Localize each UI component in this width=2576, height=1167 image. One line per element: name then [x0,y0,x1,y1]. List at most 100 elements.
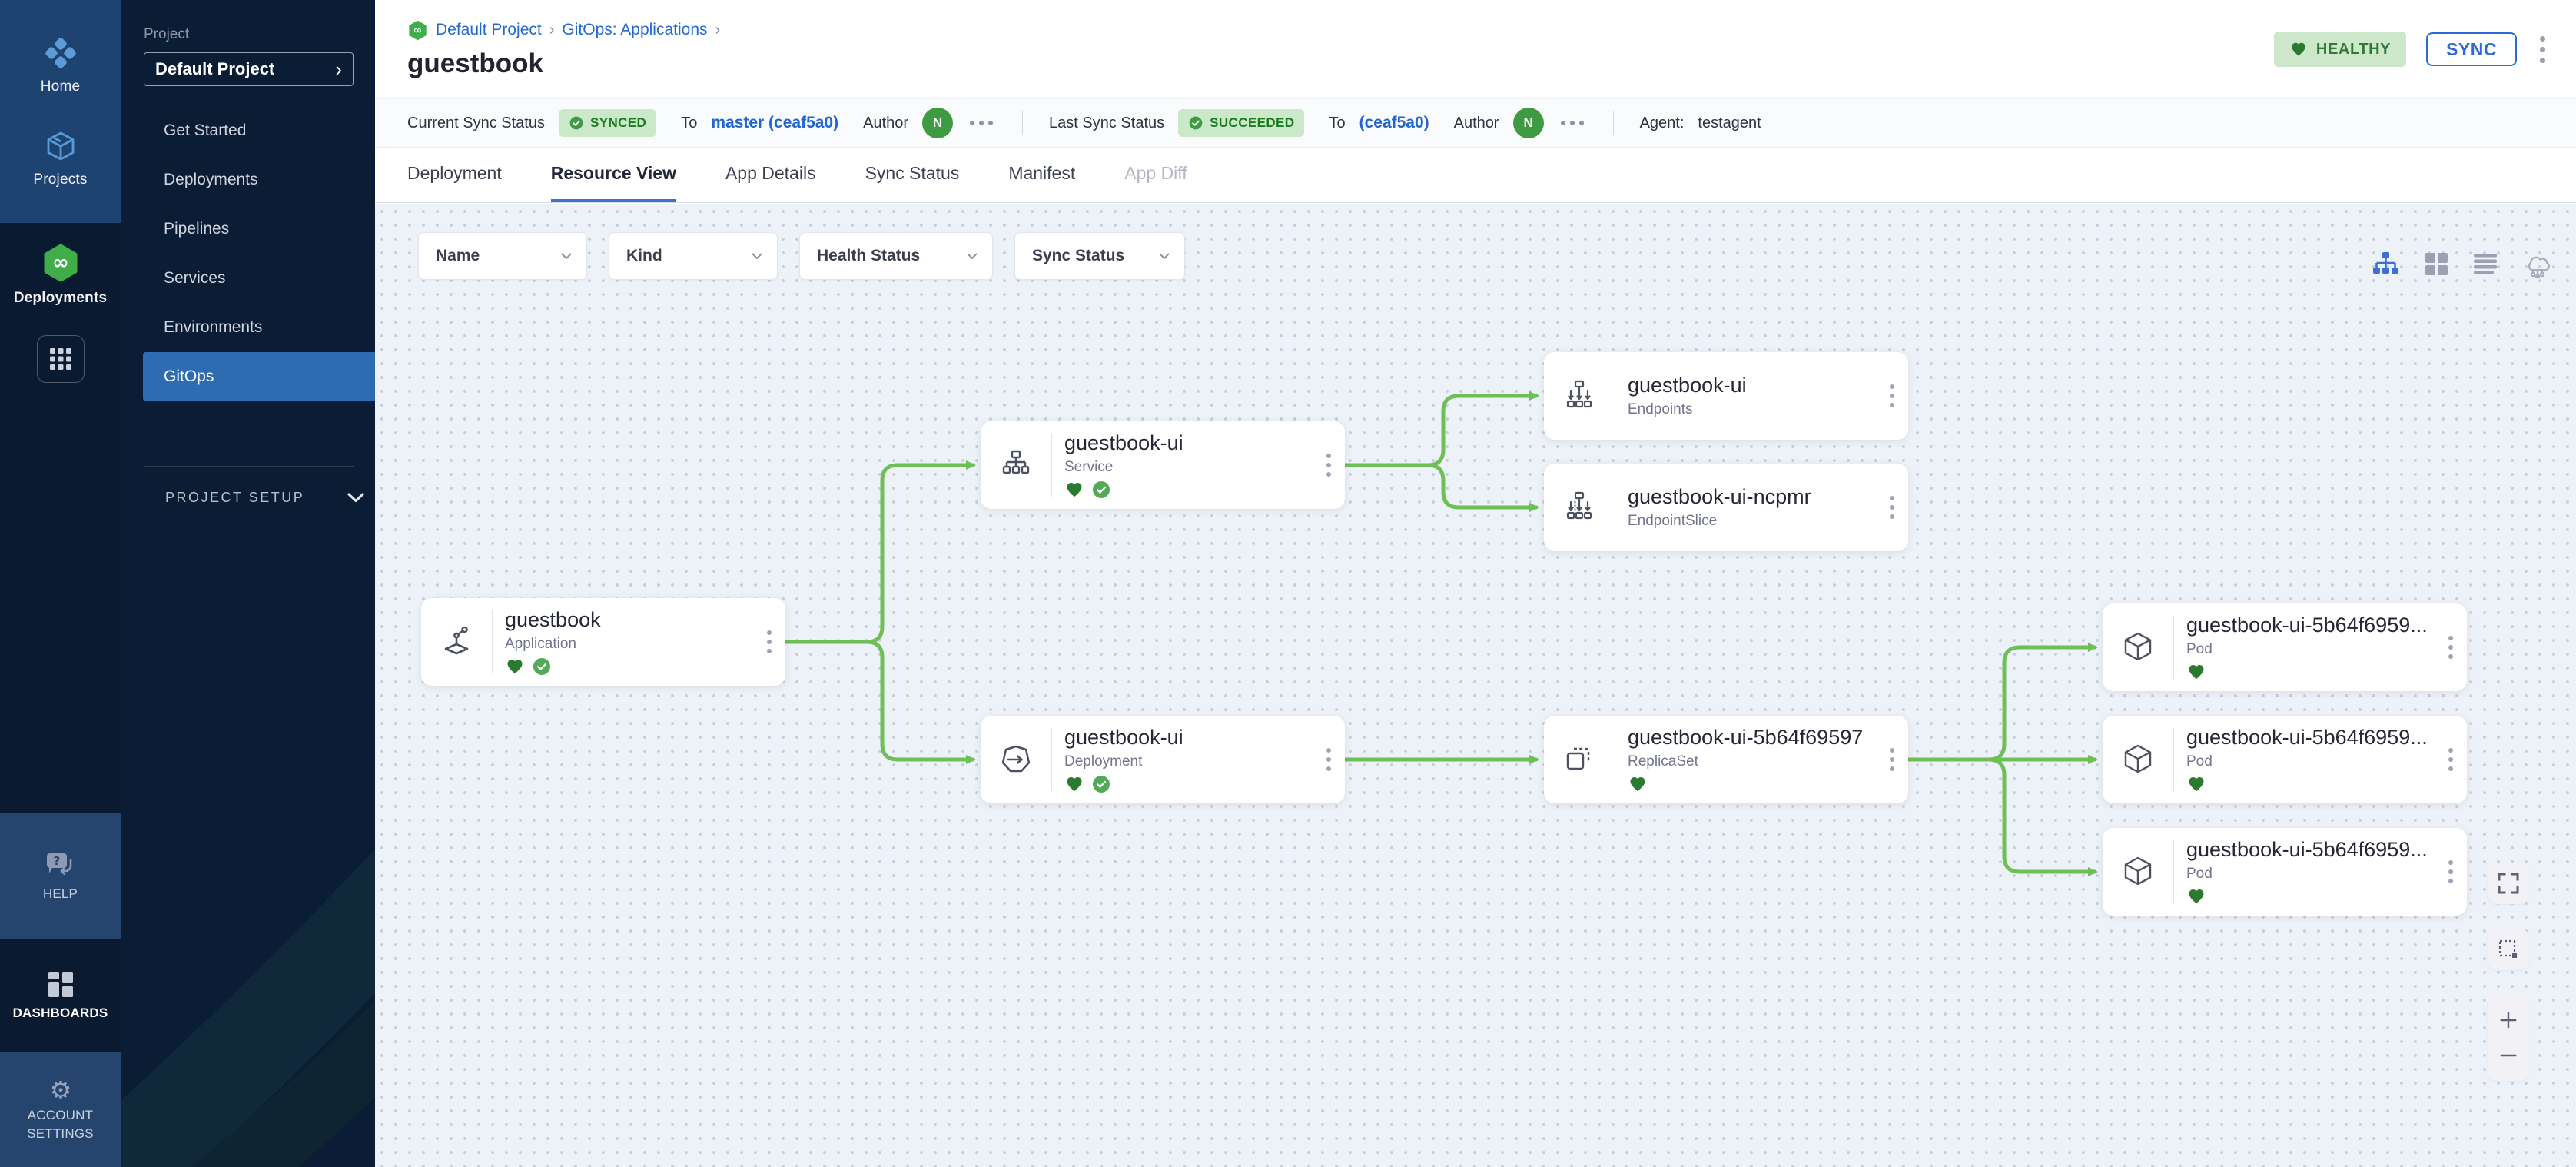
breadcrumb-link-gitops-applications[interactable]: GitOps: Applications [562,21,708,38]
author-more-menu[interactable] [967,121,996,125]
node-more-menu[interactable] [2441,853,2467,891]
rail-item-deployments[interactable]: ∞ Deployments [0,229,121,320]
current-revision-link[interactable]: master (ceaf5a0) [711,114,839,131]
zoom-in-icon[interactable] [2498,1010,2518,1030]
tab-app-diff[interactable]: App Diff [1124,163,1187,183]
project-setup-toggle[interactable]: PROJECT SETUP [121,490,364,506]
healthy-heart-icon [2189,889,2204,903]
tab-manifest[interactable]: Manifest [1008,163,1076,183]
sidenav-item-environments[interactable]: Environments [164,318,263,336]
synced-check-icon [1093,480,1110,498]
project-selector[interactable]: Default Project › [144,52,354,86]
breadcrumb: ∞ Default Project › GitOps: Applications… [407,20,720,41]
healthy-heart-icon [2189,664,2204,679]
resource-tree-canvas[interactable]: Name Kind Health Status Sync Status [375,204,2576,1167]
zoom-control[interactable] [2488,995,2529,1081]
resource-node-endpointslice[interactable]: guestbook-ui-ncpmr EndpointSlice [1544,464,1908,551]
node-more-menu[interactable] [1882,740,1908,779]
selection-box-button[interactable] [2488,929,2529,970]
rail-deployments-label: Deployments [13,289,108,306]
tree-view-toggle[interactable] [2372,251,2400,276]
chevron-down-icon [752,253,762,260]
resource-kind: Endpoints [1628,401,1693,417]
project-sidenav: Project Default Project › Get Started De… [121,0,375,1167]
node-more-menu[interactable] [2441,628,2467,667]
zoom-out-icon[interactable] [2498,1046,2518,1066]
tab-sync-status[interactable]: Sync Status [865,163,960,183]
author-more-menu[interactable] [1558,121,1587,125]
resource-status-icons [1064,774,1319,794]
resource-status-icons [1064,480,1319,500]
rail-item-projects[interactable]: Projects [0,129,121,188]
current-sync-status-pill: SYNCED [558,109,657,137]
last-sync-status-pill: SUCCEEDED [1178,109,1305,137]
resource-node-pod[interactable]: guestbook-ui-5b64f6959... Pod [2103,716,2467,803]
tab-deployment[interactable]: Deployment [407,163,502,183]
fit-to-screen-button[interactable] [2488,863,2529,904]
svg-text:?: ? [53,854,60,868]
node-more-menu[interactable] [2441,740,2467,779]
card-divider [492,610,493,673]
rail-item-dashboards[interactable]: DASHBOARDS [0,939,121,1052]
last-revision-link[interactable]: (ceaf5a0) [1359,114,1429,131]
grid-view-toggle[interactable] [2425,252,2448,276]
node-more-menu[interactable] [1319,740,1345,779]
agent-label: Agent: [1639,114,1685,131]
node-more-menu[interactable] [1319,446,1345,484]
resource-node-pod[interactable]: guestbook-ui-5b64f6959... Pod [2103,603,2467,691]
resource-status-icons [1628,774,1882,794]
resource-status-icons [2186,662,2441,682]
sidenav-watermark [121,849,375,1167]
sidenav-item-gitops[interactable]: GitOps [143,352,375,401]
sidenav-item-deployments[interactable]: Deployments [164,171,258,188]
filter-label: Sync Status [1032,247,1125,264]
resource-node-service[interactable]: guestbook-ui Service [981,421,1345,509]
chevron-down-icon [561,253,572,260]
resource-node-pod[interactable]: guestbook-ui-5b64f6959... Pod [2103,828,2467,916]
node-more-menu[interactable] [1882,488,1908,527]
node-more-menu[interactable] [1882,377,1908,415]
filter-health-status-dropdown[interactable]: Health Status [799,232,993,280]
pod-cube-icon [2103,630,2173,665]
resource-node-deployment[interactable]: guestbook-ui Deployment [981,716,1345,803]
sidenav-item-services[interactable]: Services [164,269,226,287]
rail-dashboards-label: DASHBOARDS [12,1005,108,1020]
gitops-breadcrumb-icon: ∞ [409,20,427,40]
list-view-toggle[interactable] [2473,253,2498,274]
rail-home-label: Home [40,78,81,95]
filter-label: Health Status [817,247,921,264]
sidenav-item-get-started[interactable]: Get Started [164,121,247,139]
filter-sync-status-dropdown[interactable]: Sync Status [1014,232,1185,280]
rail-item-help[interactable]: ? HELP [0,813,121,939]
filter-name-dropdown[interactable]: Name [418,232,587,280]
check-circle-icon [1189,116,1203,130]
resource-node-application[interactable]: guestbook Application [421,598,785,686]
service-icon [981,447,1051,483]
rail-item-account-settings[interactable]: ⚙ ACCOUNT SETTINGS [0,1052,121,1167]
resource-kind: EndpointSlice [1628,513,1718,529]
current-sync-status-label: Current Sync Status [407,114,545,131]
app-more-menu[interactable] [2537,33,2548,66]
agent-value: testagent [1698,114,1761,131]
sync-button[interactable]: SYNC [2426,32,2517,66]
help-chat-icon: ? [46,853,71,875]
node-more-menu[interactable] [759,623,785,661]
resource-node-replicaset[interactable]: guestbook-ui-5b64f69597 ReplicaSet [1544,716,1908,803]
rail-help-label: HELP [42,886,78,901]
sidenav-item-pipelines[interactable]: Pipelines [164,220,230,238]
cloud-network-view-toggle[interactable] [2522,249,2553,278]
healthy-heart-icon [507,659,523,673]
filter-kind-dropdown[interactable]: Kind [609,232,778,280]
rail-item-home[interactable]: Home [0,35,121,95]
breadcrumb-link-project[interactable]: Default Project [436,21,542,38]
module-grid-button[interactable] [36,335,85,383]
resource-name: guestbook-ui-ncpmr [1628,485,1811,508]
author-label: Author [863,114,909,131]
breadcrumb-separator: › [549,21,555,38]
tab-app-details[interactable]: App Details [725,163,816,183]
tab-resource-view[interactable]: Resource View [550,148,676,202]
resource-node-endpoints[interactable]: guestbook-ui Endpoints [1544,352,1908,440]
breadcrumb-separator: › [715,21,721,38]
sync-status-bar: Current Sync Status SYNCED To master (ce… [375,98,2576,148]
